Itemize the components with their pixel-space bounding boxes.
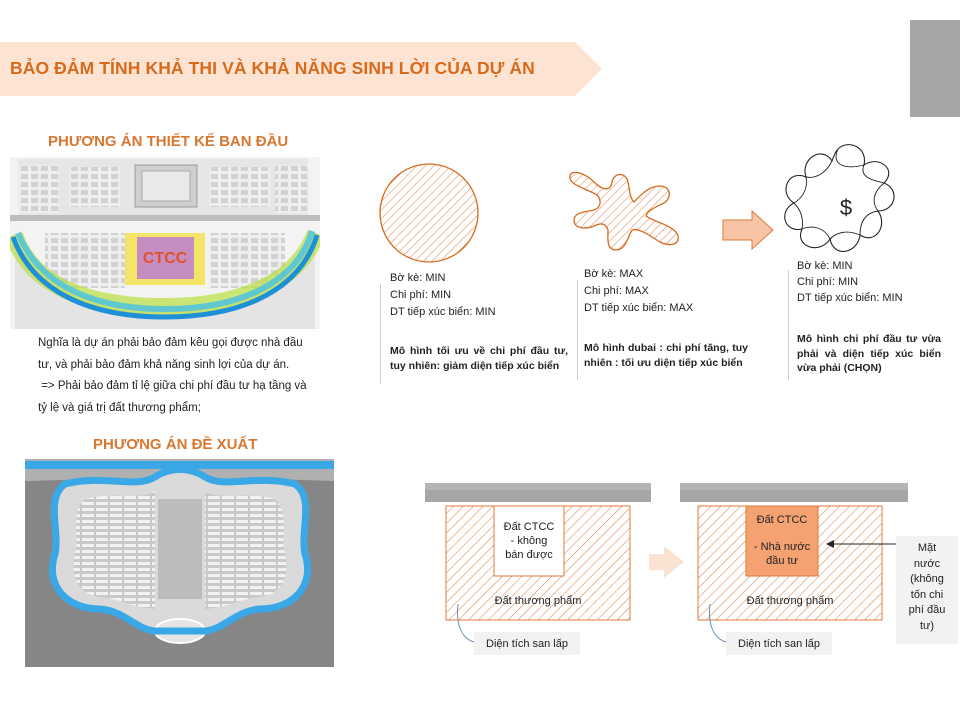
model-2-divider [577,280,578,380]
callout-line-1: Mặt [917,542,937,554]
model-2-cost-stat: Chi phí: MAX [584,285,649,297]
model-1-cost-stat: Chi phí: MIN [390,289,452,301]
model-3-contact-stat: DT tiếp xúc biển: MIN [797,292,903,304]
explanation-paragraph: Nghĩa là dự án phải bảo đảm kêu gọi được… [38,333,338,419]
circle-model-icon [379,163,479,263]
left-ctcc-block-label: Đất CTCC - không bán được [494,520,564,562]
proposed-plan-aerial-image [25,459,334,667]
original-plan-heading: PHƯƠNG ÁN THIẾT KẾ BAN ĐẦU [48,133,289,150]
starfish-model-icon [569,172,679,251]
flower-model-icon: $ [784,144,895,252]
explanation-line-2: tư, và phải bảo đảm khả năng sinh lợi củ… [38,358,290,371]
explanation-line-3: => Phải bảo đảm tỉ lệ giữa chi phí đầu t… [38,380,307,392]
model-1-contact-stat: DT tiếp xúc biển: MIN [390,306,496,318]
title-banner [0,42,602,96]
ctcc-map-label: CTCC [143,250,188,267]
right-commercial-land-label: Đất thương phẩm [746,595,834,607]
model-2-description: Mô hình dubai : chi phí tăng, tuy nhiên … [584,342,748,369]
water-surface-callout: Mặt nước (không tốn chi phí đầu tư) [896,541,958,634]
model-3-seawall-stat: Bờ kè: MIN [797,260,853,272]
model-1-description: Mô hình tối ưu về chi phí đầu tư, tuy nh… [390,345,568,372]
callout-line-6: tư) [919,619,935,632]
model-3-divider [788,270,789,380]
model-1-seawall-stat: Bờ kè: MIN [390,272,446,284]
left-landfill-area-label: Diện tích san lấp [486,638,568,650]
right-ctcc-line-3: đầu tư [766,555,798,567]
left-ctcc-line-1: Đất CTCC [503,521,555,533]
right-ctcc-line-1: Đất CTCC [756,514,808,526]
left-ctcc-line-3: bán được [505,549,553,561]
callout-line-5: phí đầu [908,604,946,616]
left-ctcc-line-2: - không [510,535,548,547]
model-1-divider [380,284,381,384]
model-2-seawall-stat: Bờ kè: MAX [584,268,644,280]
page-title: BẢO ĐẢM TÍNH KHẢ THI VÀ KHẢ NĂNG SINH LỜ… [10,58,535,78]
right-arrow-icon [722,210,774,250]
model-2-contact-stat: DT tiếp xúc biển: MAX [584,302,694,314]
explanation-line-4: tỷ lệ và giá trị đất thương phẩm; [38,401,201,414]
right-landfill-area-label: Diện tích san lấp [738,638,820,650]
right-ctcc-block-label: - Nhà nước đầu tư [746,540,818,568]
left-commercial-land-label: Đất thương phẩm [494,595,582,607]
dollar-symbol-icon: $ [840,195,852,220]
corner-gray-block [910,20,960,117]
callout-line-2: nước [913,557,941,570]
model-3-cost-stat: Chi phí: MIN [797,276,859,288]
proposed-plan-heading: PHƯƠNG ÁN ĐỀ XUẤT [93,436,258,453]
model-3-description: Mô hình chi phí đầu tư vừa phải và diện … [797,333,941,374]
explanation-line-1: Nghĩa là dự án phải bảo đảm kêu gọi được… [38,337,303,349]
callout-line-4: tốn chi [910,588,944,601]
original-site-plan-image: CTCC [10,157,320,329]
right-ctcc-line-2: - Nhà nước [753,541,811,553]
land-comparison-diagram [425,483,958,655]
callout-line-3: (không [910,573,944,585]
